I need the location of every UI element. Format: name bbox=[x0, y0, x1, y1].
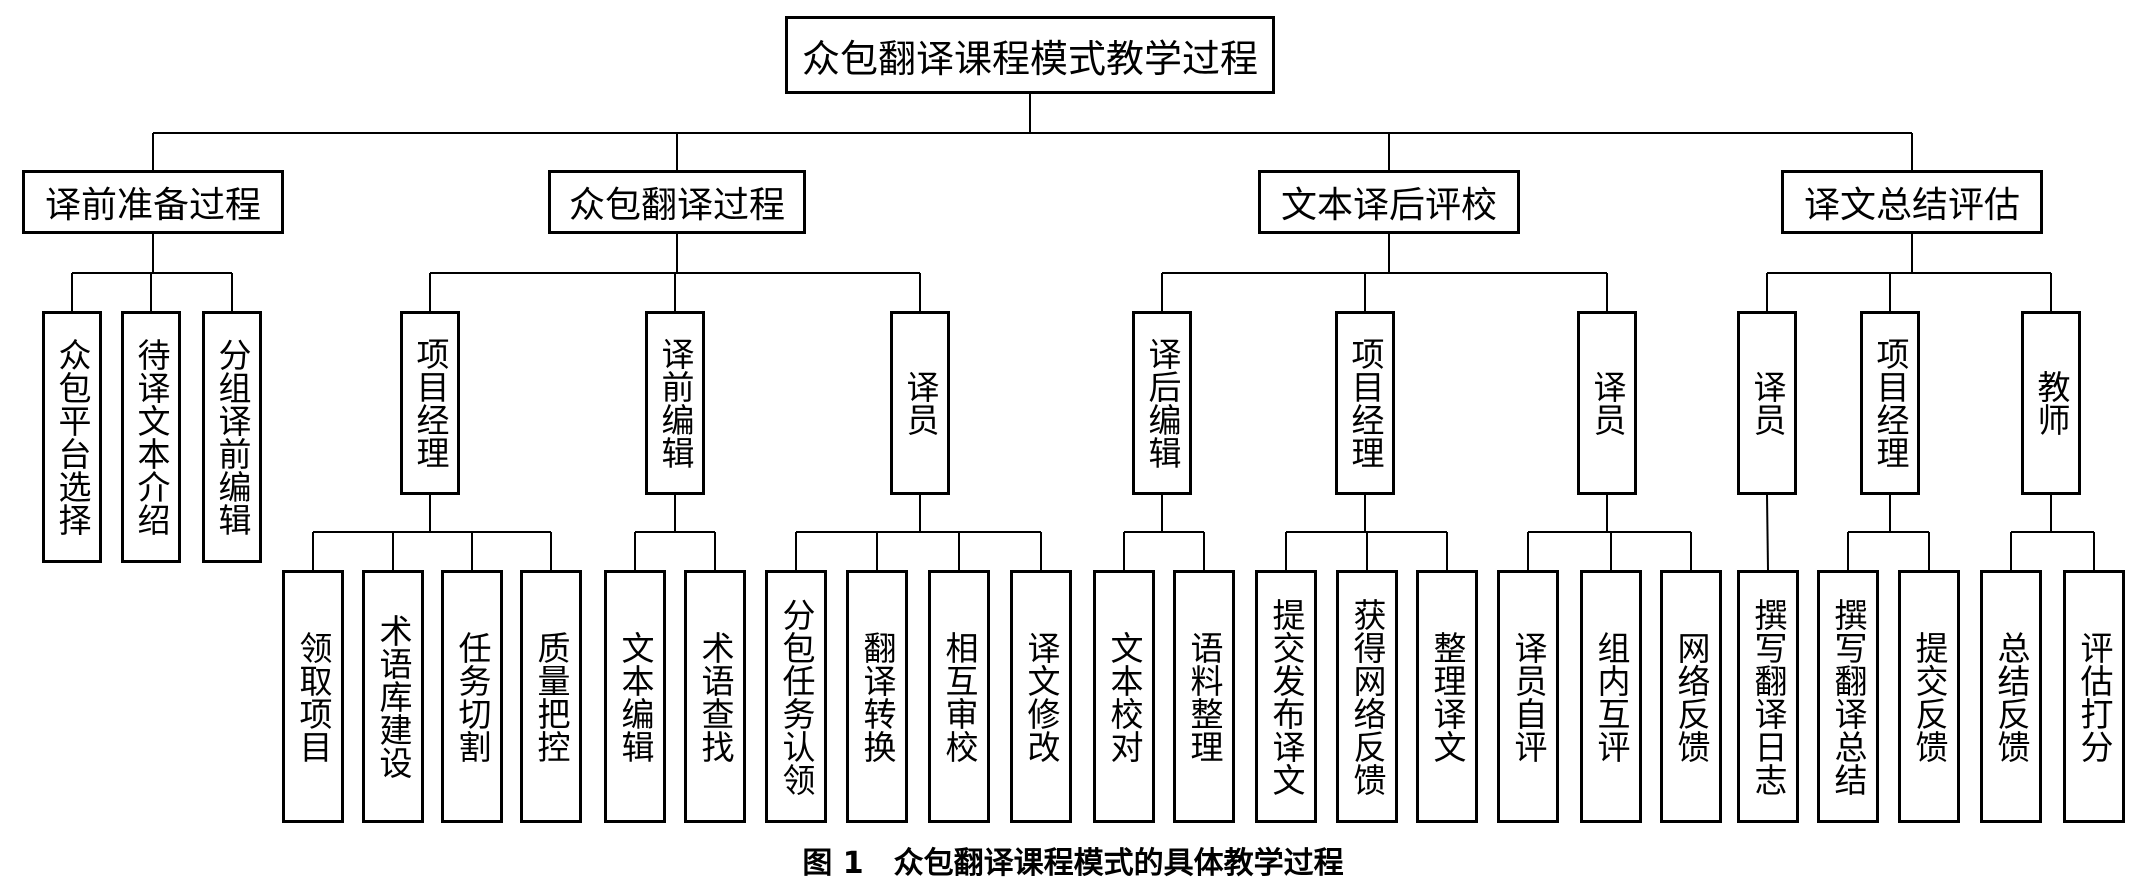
task-node-1-2-0: 分包任务认领 bbox=[765, 570, 827, 823]
role-node-2-2: 译员 bbox=[1577, 311, 1637, 495]
role-node-0-2: 分组译前编辑 bbox=[202, 311, 262, 563]
task-node-1-1-1: 术语查找 bbox=[684, 570, 746, 823]
task-node-1-0-2: 任务切割 bbox=[441, 570, 503, 823]
task-node-2-2-1: 组内互评 bbox=[1580, 570, 1642, 823]
role-node-2-1: 项目经理 bbox=[1335, 311, 1395, 495]
role-node-0-0: 众包平台选择 bbox=[42, 311, 102, 563]
role-node-3-2: 教师 bbox=[2021, 311, 2081, 495]
task-node-1-0-1: 术语库建设 bbox=[362, 570, 424, 823]
task-node-3-2-0: 总结反馈 bbox=[1980, 570, 2042, 823]
task-node-1-0-0: 领取项目 bbox=[282, 570, 344, 823]
task-node-1-1-0: 文本编辑 bbox=[604, 570, 666, 823]
task-node-3-2-1: 评估打分 bbox=[2063, 570, 2125, 823]
role-node-3-1: 项目经理 bbox=[1860, 311, 1920, 495]
task-node-2-0-0: 文本校对 bbox=[1093, 570, 1155, 823]
task-node-2-2-0: 译员自评 bbox=[1497, 570, 1559, 823]
task-node-2-1-2: 整理译文 bbox=[1416, 570, 1478, 823]
task-node-2-0-1: 语料整理 bbox=[1173, 570, 1235, 823]
role-node-1-1: 译前编辑 bbox=[645, 311, 705, 495]
task-node-2-1-1: 获得网络反馈 bbox=[1336, 570, 1398, 823]
task-node-1-2-2: 相互审校 bbox=[928, 570, 990, 823]
stage-node-3: 译文总结评估 bbox=[1781, 170, 2043, 234]
task-node-1-2-1: 翻译转换 bbox=[846, 570, 908, 823]
stage-node-0: 译前准备过程 bbox=[22, 170, 284, 234]
task-drop-3-0-0 bbox=[1766, 494, 1769, 571]
figure-caption: 图 1 众包翻译课程模式的具体教学过程 bbox=[802, 846, 1344, 881]
role-node-3-0: 译员 bbox=[1737, 311, 1797, 495]
task-node-1-2-3: 译文修改 bbox=[1010, 570, 1072, 823]
role-node-1-0: 项目经理 bbox=[400, 311, 460, 495]
role-node-2-0: 译后编辑 bbox=[1132, 311, 1192, 495]
root-node: 众包翻译课程模式教学过程 bbox=[785, 16, 1275, 94]
task-node-3-0-0: 撰写翻译日志 bbox=[1737, 570, 1799, 823]
task-node-2-2-2: 网络反馈 bbox=[1660, 570, 1722, 823]
stage-node-1: 众包翻译过程 bbox=[548, 170, 806, 234]
task-node-3-1-0: 撰写翻译总结 bbox=[1817, 570, 1879, 823]
stage-node-2: 文本译后评校 bbox=[1258, 170, 1520, 234]
task-node-1-0-3: 质量把控 bbox=[520, 570, 582, 823]
role-node-0-1: 待译文本介绍 bbox=[121, 311, 181, 563]
task-node-3-1-1: 提交反馈 bbox=[1898, 570, 1960, 823]
role-node-1-2: 译员 bbox=[890, 311, 950, 495]
task-node-2-1-0: 提交发布译文 bbox=[1255, 570, 1317, 823]
